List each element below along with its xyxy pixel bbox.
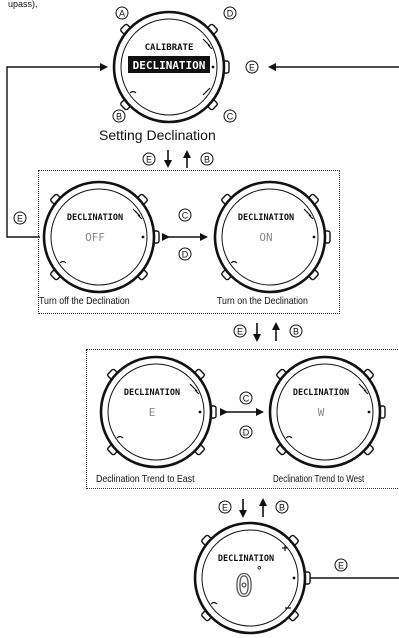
watch-calibrate-highlight	[128, 56, 210, 73]
caption-west: Declination Trend to West	[273, 473, 365, 485]
watch-east: DECLINATION E	[99, 355, 217, 469]
badge-e-top: E	[245, 60, 259, 74]
watch-west-top: DECLINATION	[293, 388, 349, 398]
svg-text:E: E	[146, 155, 152, 165]
badge-c-2: C	[178, 208, 192, 222]
watch-calibrate-main: DECLINATION	[133, 59, 206, 72]
watch-east-main: E	[149, 406, 156, 419]
page-top-fragment: upass),	[8, 0, 38, 9]
badge-e-1: E	[142, 152, 156, 166]
svg-text:E: E	[249, 63, 255, 73]
caption-turn-on: Turn on the Declination	[217, 295, 308, 307]
watch-off-main: OFF	[85, 231, 105, 244]
watch-west: DECLINATION W	[268, 355, 386, 469]
badge-b-2: B	[289, 324, 303, 338]
badge-c-top: C	[223, 109, 237, 123]
svg-text:E: E	[17, 214, 23, 224]
svg-text:B: B	[204, 155, 210, 165]
svg-text:D: D	[227, 9, 234, 19]
badge-b-3: B	[275, 500, 289, 514]
watch-degree-main: 0	[235, 569, 253, 604]
svg-text:C: C	[243, 394, 250, 404]
badge-d-top: D	[223, 6, 237, 20]
svg-text:B: B	[279, 503, 285, 513]
watch-degree-top: DECLINATION	[218, 554, 274, 564]
watch-calibrate-top: CALIBRATE	[145, 43, 194, 53]
caption-turn-off: Turn off the Declination	[39, 295, 130, 307]
watch-east-top: DECLINATION	[124, 388, 180, 398]
badge-e-bottom: E	[334, 558, 348, 572]
badge-b-1: B	[200, 152, 214, 166]
badge-e-left: E	[13, 211, 27, 225]
badge-d-3: D	[239, 425, 253, 439]
caption-setting-declination: Setting Declination	[99, 127, 216, 143]
watch-on: DECLINATION ON	[213, 180, 331, 294]
svg-text:B: B	[116, 112, 122, 122]
svg-text:C: C	[182, 211, 189, 221]
badge-b-top: B	[112, 109, 126, 123]
badge-c-3: C	[239, 391, 253, 405]
svg-text:D: D	[243, 428, 250, 438]
svg-text:C: C	[227, 112, 234, 122]
svg-text:E: E	[338, 561, 344, 571]
caption-east: Declination Trend to East	[96, 473, 195, 485]
badge-e-2: E	[233, 324, 247, 338]
svg-text:E: E	[222, 503, 228, 513]
panel-on-off	[38, 170, 340, 314]
watch-west-main: W	[318, 406, 325, 419]
watch-degree-unit: °	[256, 564, 263, 577]
watch-on-main: ON	[259, 231, 272, 244]
badge-a-top: A	[115, 6, 129, 20]
watch-calibrate: CALIBRATE DECLINATION	[112, 10, 230, 124]
watch-off: DECLINATION OFF	[42, 180, 160, 294]
watch-off-top: DECLINATION	[67, 213, 123, 223]
panel-east-west	[86, 349, 399, 489]
arrow-left-loop	[6, 63, 108, 238]
watch-degree: DECLINATION 0 °	[193, 521, 311, 635]
svg-text:B: B	[293, 327, 299, 337]
watch-on-top: DECLINATION	[238, 213, 294, 223]
svg-text:E: E	[237, 327, 243, 337]
svg-text:D: D	[182, 250, 189, 260]
svg-text:A: A	[119, 9, 125, 19]
badge-e-3: E	[218, 500, 232, 514]
badge-d-2: D	[178, 247, 192, 261]
